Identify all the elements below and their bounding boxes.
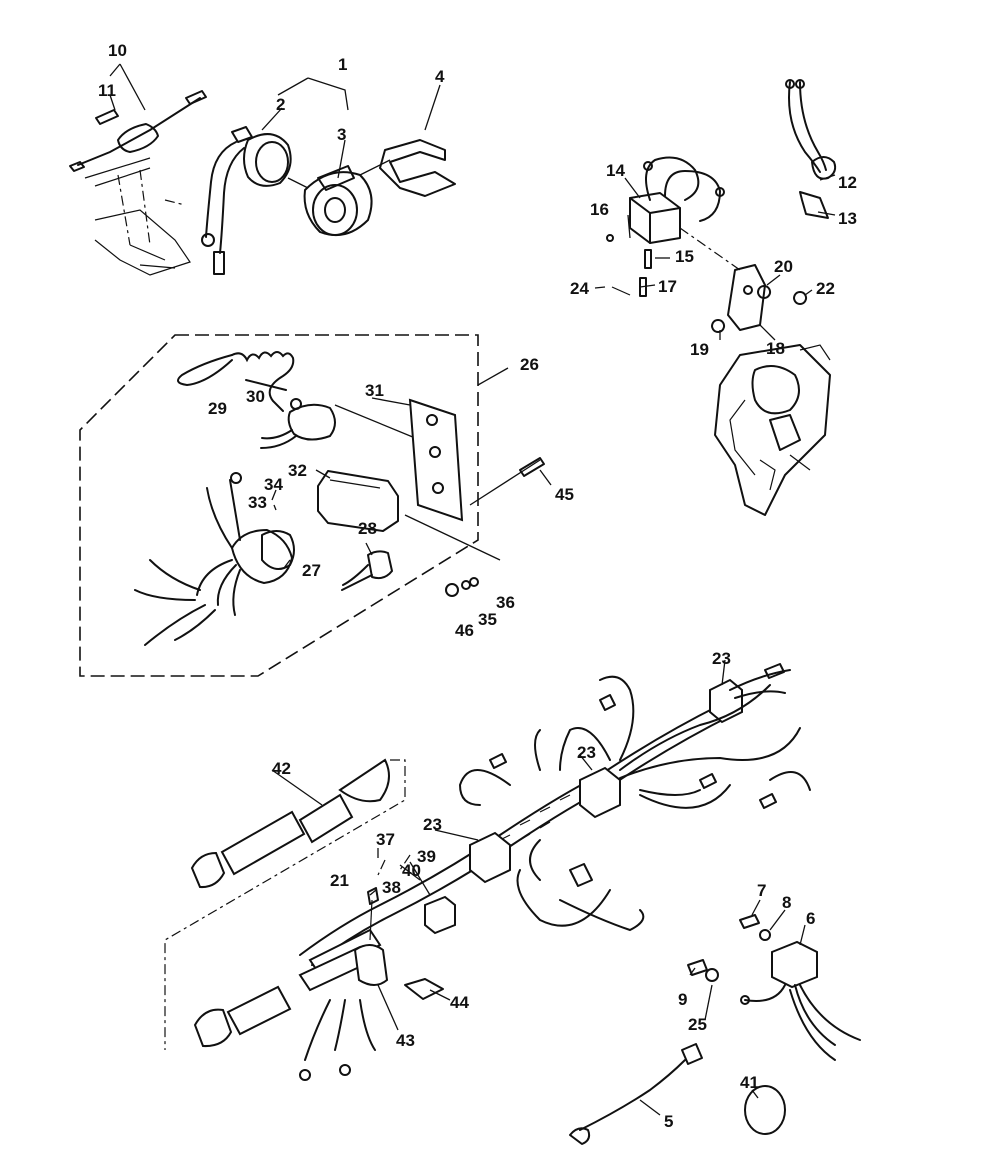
callout-11: 11 bbox=[98, 81, 116, 100]
callout-36: 36 bbox=[496, 593, 515, 612]
extension-cable-assembly bbox=[164, 758, 406, 1050]
callout-41: 41 bbox=[740, 1073, 759, 1092]
callout-23c: 23 bbox=[423, 815, 442, 834]
callout-28: 28 bbox=[358, 519, 377, 538]
callout-25: 25 bbox=[688, 1015, 707, 1034]
callout-7: 7 bbox=[757, 881, 766, 900]
callout-43: 43 bbox=[396, 1031, 415, 1050]
callout-5: 5 bbox=[664, 1112, 673, 1131]
callout-2: 2 bbox=[276, 95, 285, 114]
callout-23b: 23 bbox=[577, 743, 596, 762]
callout-46: 46 bbox=[455, 621, 474, 640]
callout-32: 32 bbox=[288, 461, 307, 480]
callout-24: 24 bbox=[570, 279, 589, 298]
callout-9: 9 bbox=[678, 990, 687, 1009]
callout-40: 40 bbox=[402, 861, 421, 880]
callout-17: 17 bbox=[658, 277, 677, 296]
leader-lines bbox=[109, 63, 836, 1116]
callout-37: 37 bbox=[376, 830, 395, 849]
callout-38: 38 bbox=[382, 878, 401, 897]
callout-13: 13 bbox=[838, 209, 857, 228]
carburetor-solenoid-assembly bbox=[606, 79, 837, 516]
callout-44: 44 bbox=[450, 993, 469, 1012]
main-wire-harness bbox=[298, 663, 811, 1081]
callout-42: 42 bbox=[272, 759, 291, 778]
callout-34: 34 bbox=[264, 475, 283, 494]
rectifier-and-misc-parts bbox=[569, 914, 861, 1145]
callout-3: 3 bbox=[337, 125, 346, 144]
callout-29: 29 bbox=[208, 399, 227, 418]
callout-19: 19 bbox=[690, 340, 709, 359]
starter-solenoid-assembly bbox=[201, 126, 456, 275]
callout-22: 22 bbox=[816, 279, 835, 298]
callout-18: 18 bbox=[766, 339, 785, 358]
callout-16: 16 bbox=[590, 200, 609, 219]
callout-4: 4 bbox=[435, 67, 445, 86]
callout-33: 33 bbox=[248, 493, 267, 512]
callout-8: 8 bbox=[782, 893, 791, 912]
callout-20: 20 bbox=[774, 257, 793, 276]
callout-39: 39 bbox=[417, 847, 436, 866]
callout-6: 6 bbox=[806, 909, 815, 928]
callout-35: 35 bbox=[478, 610, 497, 629]
callout-26: 26 bbox=[520, 355, 539, 374]
callout-1: 1 bbox=[338, 55, 347, 74]
callout-10: 10 bbox=[108, 41, 127, 60]
callout-12: 12 bbox=[838, 173, 857, 192]
callout-21: 21 bbox=[330, 871, 349, 890]
callout-27: 27 bbox=[302, 561, 321, 580]
callout-labels: 1 2 3 4 5 6 7 8 9 10 11 12 13 14 15 16 1… bbox=[98, 41, 857, 1131]
callout-45: 45 bbox=[555, 485, 574, 504]
callout-30: 30 bbox=[246, 387, 265, 406]
fuse-holder-assembly bbox=[69, 90, 207, 276]
callout-14: 14 bbox=[606, 161, 625, 180]
callout-31: 31 bbox=[365, 381, 384, 400]
callout-15: 15 bbox=[675, 247, 694, 266]
callout-23a: 23 bbox=[712, 649, 731, 668]
key-switch-panel-assembly bbox=[79, 334, 545, 677]
